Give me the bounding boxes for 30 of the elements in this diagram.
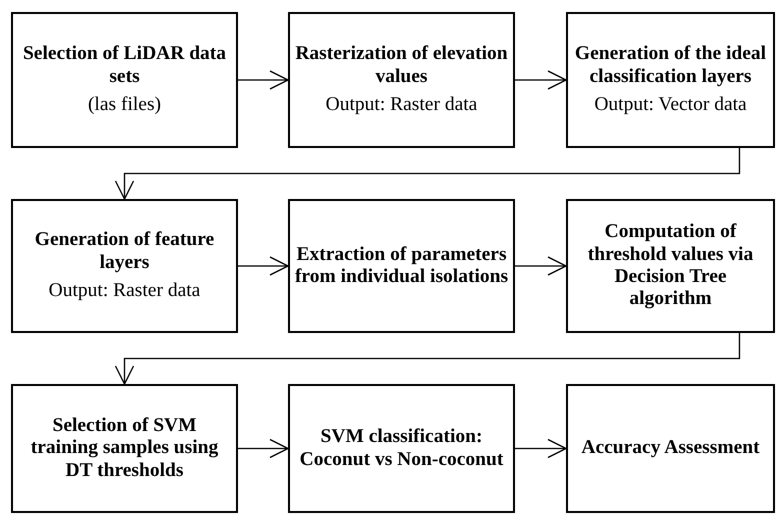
step-note: Output: Vector data (594, 94, 747, 117)
process-box (566, 199, 775, 333)
arrow (238, 70, 289, 90)
step-title: Generation of feature layers (34, 229, 216, 274)
process-box (288, 12, 515, 148)
arrow (515, 256, 567, 276)
step-title: Extraction of parameters from individual isolations (294, 244, 509, 288)
arrow (238, 438, 289, 458)
process-box (288, 384, 515, 513)
step-title: Generation of the ideal classification layers (574, 43, 768, 88)
step-note: Output: Raster data (326, 94, 478, 117)
step-title: Selection of LiDAR data sets (22, 43, 228, 88)
arrow (515, 70, 567, 90)
process-box (11, 384, 238, 513)
step-note: Output: Raster data (48, 280, 200, 303)
arrow (238, 256, 289, 276)
step-title: SVM classification: Coconut vs Non-coconut (298, 426, 504, 471)
arrow (114, 148, 740, 200)
step-title: Accuracy Assessment (581, 437, 760, 460)
step-title: Computation of threshold values via Decision Tree algorithm (586, 221, 754, 311)
step-title: Selection of SVM training samples using DT thresholds (30, 414, 220, 482)
step-note: (las files) (88, 94, 162, 117)
step-title: Rasterization of elevation values (294, 43, 509, 88)
arrow (114, 333, 740, 385)
process-box (288, 199, 515, 333)
process-box (566, 12, 775, 148)
process-box (11, 12, 238, 148)
process-box (11, 199, 238, 333)
process-box (566, 384, 775, 513)
arrow (515, 438, 567, 458)
